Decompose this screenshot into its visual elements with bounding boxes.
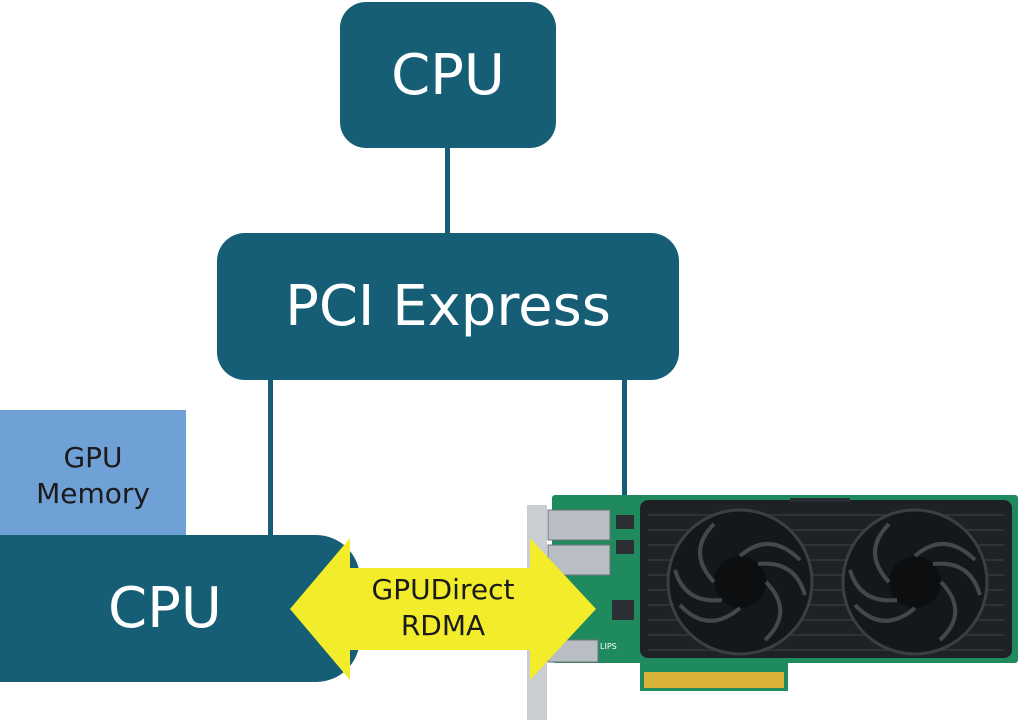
board-components bbox=[612, 498, 850, 620]
cpu-top-label: CPU bbox=[391, 42, 505, 108]
connector-pcie-to-card bbox=[622, 380, 627, 500]
cpu-top-node: CPU bbox=[340, 2, 556, 148]
gpu-memory-label-line1: GPU bbox=[63, 441, 123, 474]
fan-left bbox=[666, 508, 814, 656]
pci-express-label: PCI Express bbox=[285, 274, 611, 339]
rdma-label-line2: RDMA bbox=[400, 609, 486, 642]
gpudirect-rdma-label: GPUDirect RDMA bbox=[338, 572, 548, 644]
rdma-label-line1: GPUDirect bbox=[371, 573, 515, 606]
gpu-memory-label-line2: Memory bbox=[36, 477, 150, 510]
port-1 bbox=[547, 509, 611, 541]
fan-right bbox=[841, 508, 989, 656]
pci-express-node: PCI Express bbox=[217, 233, 679, 380]
gold-fingers bbox=[644, 672, 784, 688]
card-brand-text: LIPS bbox=[600, 642, 617, 651]
gpu-memory-node: GPU Memory bbox=[0, 410, 186, 545]
connector-pcie-to-cpu bbox=[268, 380, 273, 536]
cpu-bottom-label: CPU bbox=[108, 576, 222, 641]
gpudirect-rdma-arrow bbox=[290, 538, 596, 680]
connector-cpu-to-pcie bbox=[445, 148, 450, 234]
